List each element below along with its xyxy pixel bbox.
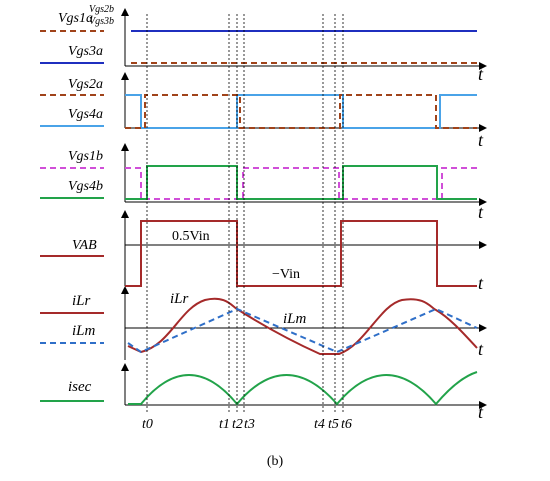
panel-isec: isec t [40, 363, 487, 422]
axis-t: t [478, 339, 484, 359]
vgs2a-wave [125, 94, 477, 129]
ilr-wave [127, 297, 478, 355]
isec-wave [128, 371, 478, 406]
label-t1: t1 [219, 417, 230, 432]
axis-t: t [478, 130, 484, 150]
figure-caption: (b) [266, 454, 284, 469]
panel-vab: VAB 0.5Vin −Vin t [40, 210, 487, 293]
label-t0: t0 [142, 417, 153, 432]
vgs4b-wave [125, 165, 477, 200]
annotation-neg-vin: −Vin [272, 267, 300, 282]
legend-vgs4a-label: Vgs4a [68, 107, 103, 122]
axis-t: t [478, 273, 484, 293]
label-t5: t5 [328, 417, 339, 432]
label-t3: t3 [244, 417, 255, 432]
label-t2: t2 [232, 417, 243, 432]
panel-gs2a-gs4a: Vgs2a Vgs4a t [40, 72, 487, 150]
label-t6: t6 [341, 417, 352, 432]
vgs4a-wave [125, 94, 477, 129]
time-markers [146, 14, 344, 412]
ilm-wave [127, 307, 478, 354]
vgs1b-wave [125, 167, 477, 200]
annotation-ilm: iLm [283, 311, 307, 327]
panel-gs1b-gs4b: Vgs1b Vgs4b t [40, 143, 487, 222]
annotation-half-vin: 0.5Vin [172, 229, 210, 244]
legend-vgs2a-label: Vgs2a [68, 77, 103, 92]
panel-currents: iLr iLm iLr iLm t [40, 286, 487, 360]
legend-ilm-label: iLm [72, 323, 96, 339]
legend-vgs3a-label: Vgs3a [68, 44, 103, 59]
panel-gs1-gs3: Vgs1a Vgs2b Vgs3b Vgs3a t [40, 4, 487, 84]
legend-vgs2b-label: Vgs2b [89, 4, 114, 15]
legend-vgs1b-label: Vgs1b [68, 149, 103, 164]
axis-t: t [478, 402, 484, 422]
legend-vgs3b-label: Vgs3b [89, 16, 114, 27]
legend-vab-label: VAB [72, 238, 97, 253]
legend-vgs4b-label: Vgs4b [68, 179, 103, 194]
vab-wave [125, 220, 477, 287]
legend-ilr-label: iLr [72, 293, 91, 309]
label-t4: t4 [314, 417, 325, 432]
axis-t: t [478, 64, 484, 84]
legend-vgs1a-label: Vgs1a [58, 11, 93, 26]
axis-t: t [478, 202, 484, 222]
legend-isec-label: isec [68, 379, 92, 395]
annotation-ilr: iLr [170, 291, 189, 307]
